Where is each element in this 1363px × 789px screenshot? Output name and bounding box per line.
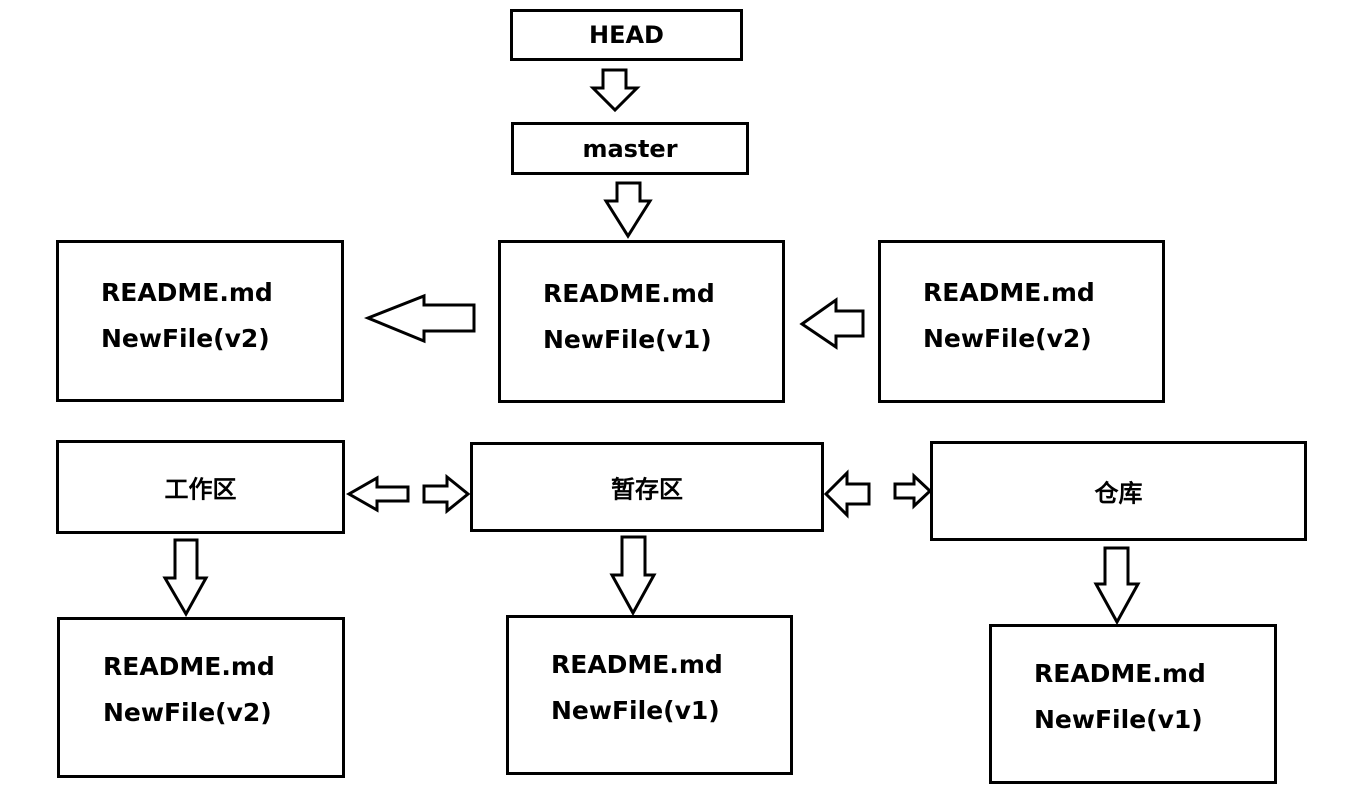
commit-right-box: README.md NewFile(v2) [878,240,1165,403]
repository-contents-box: README.md NewFile(v1) [989,624,1277,784]
file-newfile: NewFile(v2) [101,324,270,353]
stage-label: 暂存区 [611,475,683,504]
file-readme: README.md [1034,659,1206,688]
head-label: HEAD [589,21,664,49]
arrow-stage-to-workspace [345,475,410,513]
file-newfile: NewFile(v1) [1034,705,1203,734]
arrow-stage-contents [609,535,657,617]
workspace-label: 工作区 [164,475,237,504]
file-readme: README.md [103,652,275,681]
file-newfile: NewFile(v2) [923,324,1092,353]
repository-files: README.md NewFile(v1) [1034,651,1206,743]
head-box: HEAD [510,9,743,61]
arrow-right-to-commit [799,297,865,350]
file-readme: README.md [101,278,273,307]
workspace-contents-box: README.md NewFile(v2) [57,617,345,778]
master-label: master [582,134,678,163]
commit-center-box: README.md NewFile(v1) [498,240,785,403]
stage-box: 暂存区 [470,442,824,532]
master-branch-box: master [511,122,749,175]
commit-left-files: README.md NewFile(v2) [101,270,273,362]
commit-center-files: README.md NewFile(v1) [543,271,715,363]
repository-label: 仓库 [1094,479,1143,508]
file-newfile: NewFile(v2) [103,698,272,727]
arrow-head-to-master [589,68,641,113]
commit-left-box: README.md NewFile(v2) [56,240,344,402]
arrow-repository-to-stage [823,469,871,519]
arrow-stage-to-repository [893,472,933,510]
arrow-commit-to-left [363,293,476,344]
arrow-workspace-to-stage [422,473,471,515]
arrow-master-to-commit [603,181,653,239]
file-newfile: NewFile(v1) [543,325,712,354]
commit-right-files: README.md NewFile(v2) [923,270,1095,362]
file-readme: README.md [923,278,1095,307]
stage-files: README.md NewFile(v1) [551,642,723,734]
file-readme: README.md [543,279,715,308]
file-readme: README.md [551,650,723,679]
workspace-files: README.md NewFile(v2) [103,644,275,736]
arrow-repository-contents [1093,546,1141,626]
arrow-workspace-contents [162,538,209,618]
stage-contents-box: README.md NewFile(v1) [506,615,793,775]
repository-box: 仓库 [930,441,1307,541]
file-newfile: NewFile(v1) [551,696,720,725]
workspace-box: 工作区 [56,440,345,534]
